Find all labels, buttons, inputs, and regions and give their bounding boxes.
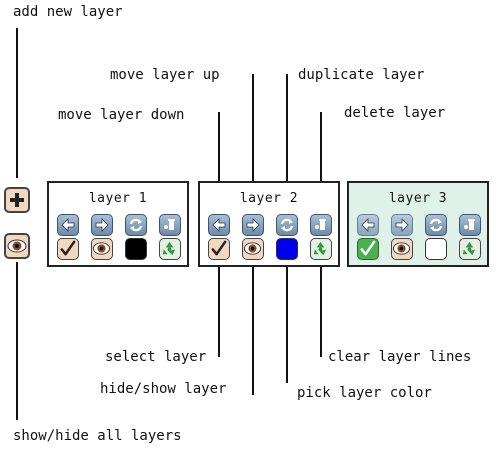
hide-show-layer-button[interactable] [391,238,413,260]
layer-title: layer 1 [88,191,148,206]
label-move-layer-down: move layer down [58,107,185,123]
select-layer-icon [60,240,76,256]
plus-icon [10,193,24,207]
duplicate-layer-button[interactable] [125,214,147,236]
move-layer-up-icon [395,218,409,232]
delete-layer-icon [464,219,475,230]
layer-panel-3[interactable]: layer 3 [347,181,489,267]
duplicate-layer-button[interactable] [425,214,447,236]
move-layer-down-button[interactable] [57,214,79,236]
layer-panel-2[interactable]: layer 2 [198,181,340,267]
select-layer-button[interactable] [357,238,379,260]
select-layer-button[interactable] [208,238,230,260]
delete-layer-icon [164,219,175,230]
clear-layer-lines-icon [462,241,476,256]
move-layer-up-button[interactable] [242,214,264,236]
show-hide-all-layers-button[interactable] [4,233,30,259]
layer-color-swatch[interactable] [276,238,298,260]
layer-color-swatch[interactable] [125,238,147,260]
label-duplicate-layer: duplicate layer [298,67,425,83]
layer-title: layer 2 [239,191,299,206]
clear-layer-lines-button[interactable] [310,238,332,260]
clear-layer-lines-button[interactable] [159,238,181,260]
delete-layer-icon [315,219,326,230]
move-layer-up-icon [246,218,260,232]
layer-title: layer 3 [388,191,448,206]
hide-show-layer-icon [392,242,411,255]
delete-layer-button[interactable] [310,214,332,236]
label-pick-layer-color: pick layer color [297,385,432,401]
move-layer-down-icon [61,218,75,232]
move-layer-up-button[interactable] [91,214,113,236]
move-layer-up-icon [95,218,109,232]
label-delete-layer: delete layer [344,105,446,121]
select-layer-icon [360,240,376,256]
clear-layer-lines-icon [162,241,176,256]
move-layer-down-icon [361,218,375,232]
label-clear-layer-lines: clear layer lines [328,349,472,365]
label-move-layer-up: move layer up [110,67,220,83]
label-show-hide-all-layers: show/hide all layers [13,428,182,444]
clear-layer-lines-icon [313,241,327,256]
select-layer-icon [211,240,227,256]
hide-show-layer-icon [92,242,111,255]
label-hide-show-layer: hide/show layer [100,381,227,397]
move-layer-down-icon [212,218,226,232]
delete-layer-button[interactable] [159,214,181,236]
move-layer-down-button[interactable] [357,214,379,236]
hide-show-layer-button[interactable] [91,238,113,260]
duplicate-layer-icon [280,218,294,232]
duplicate-layer-icon [429,218,443,232]
delete-layer-button[interactable] [459,214,481,236]
select-layer-button[interactable] [57,238,79,260]
duplicate-layer-icon [129,218,143,232]
eye-icon [7,239,27,253]
hide-show-layer-button[interactable] [242,238,264,260]
label-add-new-layer: add new layer [13,4,123,20]
clear-layer-lines-button[interactable] [459,238,481,260]
layer-panel-1[interactable]: layer 1 [47,181,189,267]
add-layer-button[interactable] [4,187,30,213]
move-layer-up-button[interactable] [391,214,413,236]
move-layer-down-button[interactable] [208,214,230,236]
layer-color-swatch[interactable] [425,238,447,260]
duplicate-layer-button[interactable] [276,214,298,236]
label-select-layer: select layer [105,349,207,365]
hide-show-layer-icon [243,242,262,255]
